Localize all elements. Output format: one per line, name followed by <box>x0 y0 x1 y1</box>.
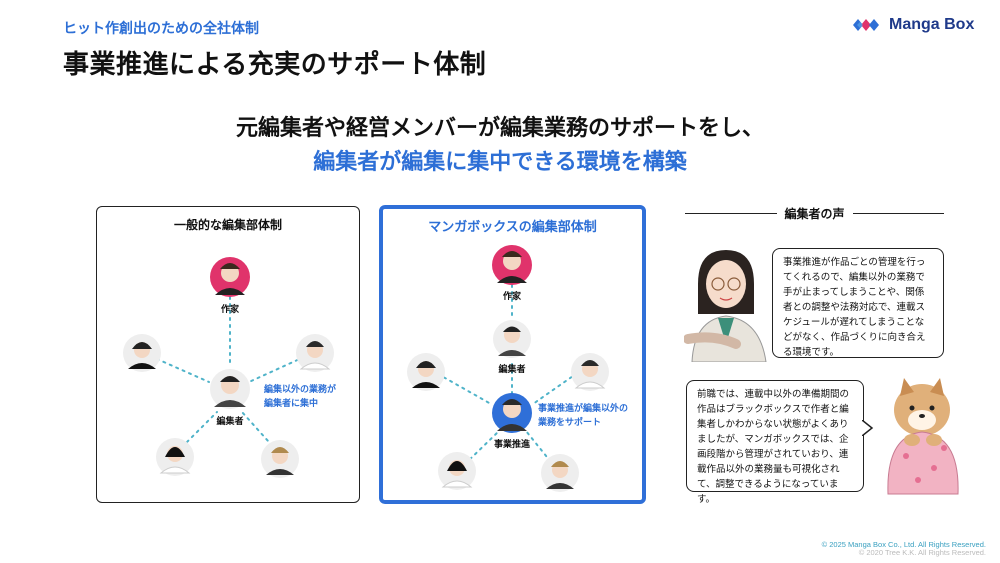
staff-avatar-bottom-left <box>438 452 476 490</box>
mangabox-structure-title: マンガボックスの編集部体制 <box>428 220 597 235</box>
editor-avatar <box>493 320 531 358</box>
eyebrow-title: ヒット作創出のための全社体制 <box>63 21 259 37</box>
bizdev-label: 事業推進 <box>493 440 530 450</box>
author-avatar <box>210 257 250 297</box>
editor-label: 編集者 <box>498 365 526 375</box>
editor-avatar <box>210 369 250 409</box>
author-avatar <box>492 245 532 285</box>
copyright-line-1: © 2025 Manga Box Co., Ltd. All Rights Re… <box>821 540 986 549</box>
general-structure-panel: 一般的な編集部体制 <box>96 206 360 503</box>
general-note: 編集以外の業務が 編集者に集中 <box>264 383 336 411</box>
shiba-dog-illustration <box>887 378 959 495</box>
headline-line1: 元編集者や経営メンバーが編集業務のサポートをし、 <box>235 116 764 141</box>
staff-avatar-right <box>571 353 609 391</box>
mangabox-structure-panel: マンガボックスの編集部体制 <box>379 205 646 504</box>
manga-box-logo-icon <box>853 19 879 31</box>
mangabox-note-line1: 事業推進が編集以外の <box>538 404 629 414</box>
general-note-line2: 編集者に集中 <box>264 399 319 409</box>
author-label: 作家 <box>502 292 521 302</box>
mangabox-structure-diagram <box>407 245 609 492</box>
bubble-2-tail <box>862 420 874 436</box>
bizdev-avatar <box>492 393 532 433</box>
staff-avatar-left <box>407 353 445 391</box>
general-note-line1: 編集以外の業務が <box>264 385 337 395</box>
editor-quote-2: 前職では、連載中以外の準備期間の作品はブラックボックスで作者と編集者しかわからな… <box>686 380 864 505</box>
staff-avatar-left <box>123 334 161 372</box>
editor-label: 編集者 <box>216 417 244 427</box>
staff-avatar-bottom-right <box>261 440 299 478</box>
manga-box-logo: Manga Box <box>853 16 974 34</box>
page-title: 事業推進による充実のサポート体制 <box>63 50 487 80</box>
general-structure-title: 一般的な編集部体制 <box>173 218 282 232</box>
heading-rule-right <box>852 212 945 214</box>
general-structure-diagram <box>123 257 334 478</box>
editor-voice-heading-text: 編集者の声 <box>784 206 845 221</box>
copyright-notice: © 2025 Manga Box Co., Ltd. All Rights Re… <box>822 541 986 557</box>
editor-quote-1: 事業推進が作品ごとの管理を行ってくれるので、編集以外の業務で手が止まってしまうこ… <box>772 248 944 358</box>
logo-text: Manga Box <box>889 16 975 33</box>
woman-editor-illustration <box>684 250 767 362</box>
staff-avatar-bottom-right <box>541 454 579 492</box>
copyright-line-2: © 2020 Tree K.K. All Rights Reserved. <box>858 548 986 557</box>
headline-line2: 編集者が編集に集中できる環境を構築 <box>313 150 687 175</box>
author-label: 作家 <box>220 305 239 315</box>
editor-voice-heading: 編集者の声 <box>685 204 945 222</box>
heading-rule-left <box>685 212 777 214</box>
staff-avatar-bottom-left <box>156 438 194 476</box>
staff-avatar-right <box>296 334 334 372</box>
mangabox-note: 事業推進が編集以外の 業務をサポート <box>538 402 628 430</box>
mangabox-note-line2: 業務をサポート <box>538 418 602 428</box>
